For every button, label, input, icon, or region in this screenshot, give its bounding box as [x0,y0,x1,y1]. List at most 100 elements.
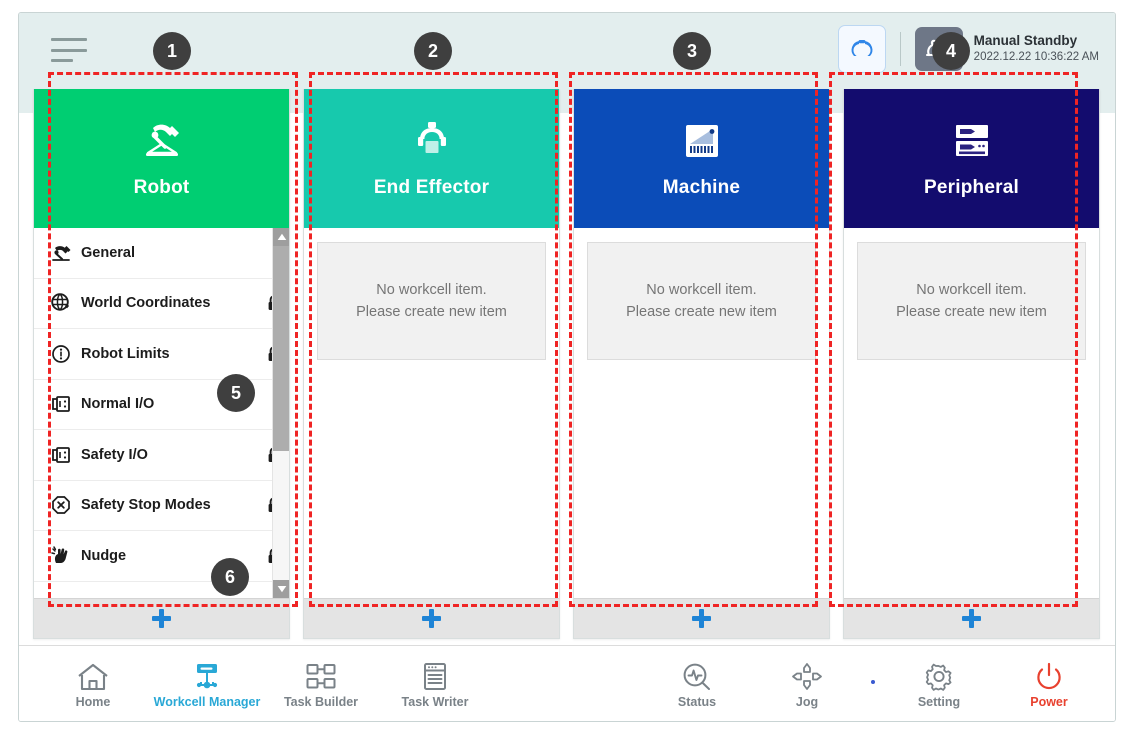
scroll-up-arrow-icon[interactable] [273,228,289,246]
bottom-nav-right: Status Jog Setting [651,658,1095,709]
plus-icon [962,609,981,628]
workcell-column-machine: Machine No workcell item. Please create … [573,89,830,639]
nav-label: Home [75,695,111,709]
end-effector-header[interactable]: End Effector [304,89,559,228]
plus-icon [422,609,441,628]
end-effector-title: End Effector [373,177,490,198]
globe-coordinates-icon [46,292,76,314]
home-icon [76,658,110,692]
workcell-columns: Robot General [33,89,1103,639]
robot-settings-list-wrap: General World Coordinates [34,228,289,598]
gripper-icon [412,118,452,164]
workcell-columns-area: Robot General [19,85,1115,647]
peripheral-add-item-button[interactable] [844,598,1099,638]
list-item-label: Safety I/O [81,446,148,463]
workcell-manager-icon [190,658,224,692]
list-item-label: Nudge [81,547,127,564]
nav-item-setting[interactable]: Setting [893,658,985,709]
machine-title: Machine [662,177,741,198]
annotation-badge-5: 5 [217,374,255,412]
io-port-icon [46,444,76,466]
list-item-world-coordinates[interactable]: World Coordinates [34,279,289,329]
status-scope-icon [680,658,714,692]
empty-line-1: No workcell item. [376,281,487,298]
mode-status: Manual Standby 2022.12.22 10:36:22 AM [974,33,1099,64]
power-icon [1032,658,1066,692]
nav-label: Status [677,695,717,709]
plus-icon [692,609,711,628]
robot-add-item-button[interactable] [34,598,289,638]
nav-label: Task Writer [401,695,469,709]
empty-line-1: No workcell item. [646,281,757,298]
annotation-badge-2: 2 [414,32,452,70]
machine-card: Machine No workcell item. Please create … [573,89,830,639]
nav-item-power[interactable]: Power [1003,658,1095,709]
mode-status-time: 2022.12.22 10:36:22 AM [973,51,1099,64]
list-item-safety-stop-modes[interactable]: Safety Stop Modes [34,481,289,531]
robot-list-scrollbar[interactable] [272,228,289,598]
hamburger-menu-icon[interactable] [51,35,91,65]
machine-header[interactable]: Machine [574,89,829,228]
nav-dot-separator [871,679,875,684]
empty-line-2: Please create new item [896,304,1047,320]
machine-empty-state: No workcell item. Please create new item [587,242,816,360]
peripheral-body: No workcell item. Please create new item [844,228,1099,598]
empty-line-2: Please create new item [356,304,507,320]
jog-dpad-icon [790,658,824,692]
nav-item-task-builder[interactable]: Task Builder [275,658,367,709]
machine-icon [681,118,723,164]
list-item-general[interactable]: General [34,228,289,279]
robot-card: Robot General [33,89,290,639]
gear-icon [922,658,956,692]
nav-item-task-writer[interactable]: Task Writer [389,658,481,709]
workcell-column-robot: Robot General [33,89,290,639]
empty-line-2: Please create new item [626,304,777,320]
list-item-safety-io[interactable]: Safety I/O [34,430,289,481]
list-item-label: Safety Stop Modes [81,497,211,514]
list-item-robot-limits[interactable]: Robot Limits [34,329,289,380]
task-writer-icon [418,658,452,692]
peripheral-empty-state: No workcell item. Please create new item [857,242,1086,360]
peripheral-card: Peripheral No workcell item. Please crea… [843,89,1100,639]
robot-settings-list: General World Coordinates [34,228,289,582]
end-effector-empty-state: No workcell item. Please create new item [317,242,546,360]
annotation-badge-1: 1 [153,32,191,70]
peripheral-rack-icon [950,118,994,164]
scrollbar-thumb[interactable] [273,246,289,451]
limits-circle-icon [46,343,76,365]
scroll-down-arrow-icon[interactable] [273,580,289,598]
stop-octagon-icon [46,494,76,516]
nav-item-workcell-manager[interactable]: Workcell Manager [154,658,260,709]
nav-label: Workcell Manager [153,695,261,709]
machine-add-item-button[interactable] [574,598,829,638]
robot-arm-small-icon [46,243,76,263]
machine-body: No workcell item. Please create new item [574,228,829,598]
list-item-normal-io[interactable]: Normal I/O [34,380,289,430]
plus-icon [152,609,171,628]
robot-title: Robot [133,177,190,198]
annotation-badge-3: 3 [673,32,711,70]
nav-item-jog[interactable]: Jog [761,658,853,709]
workcell-column-peripheral: Peripheral No workcell item. Please crea… [843,89,1100,639]
list-item-nudge[interactable]: Nudge [34,531,289,582]
nav-label: Jog [795,695,819,709]
peripheral-header[interactable]: Peripheral [844,89,1099,228]
hand-nudge-icon [46,545,76,567]
robot-arm-icon [139,118,185,164]
end-effector-body: No workcell item. Please create new item [304,228,559,598]
empty-line-1: No workcell item. [916,281,1027,298]
nav-label: Setting [917,695,961,709]
nav-label: Task Builder [283,695,359,709]
nav-item-status[interactable]: Status [651,658,743,709]
end-effector-card: End Effector No workcell item. Please cr… [303,89,560,639]
end-effector-add-item-button[interactable] [304,598,559,638]
mode-status-title: Manual Standby [973,33,1078,49]
nav-label: Power [1030,695,1068,709]
robot-home-pose-icon[interactable] [837,25,886,73]
robot-header[interactable]: Robot [34,89,289,228]
io-port-icon [46,393,76,415]
nav-item-home[interactable]: Home [47,658,139,709]
list-item-label: General [81,244,135,261]
top-bar-divider [899,32,901,66]
